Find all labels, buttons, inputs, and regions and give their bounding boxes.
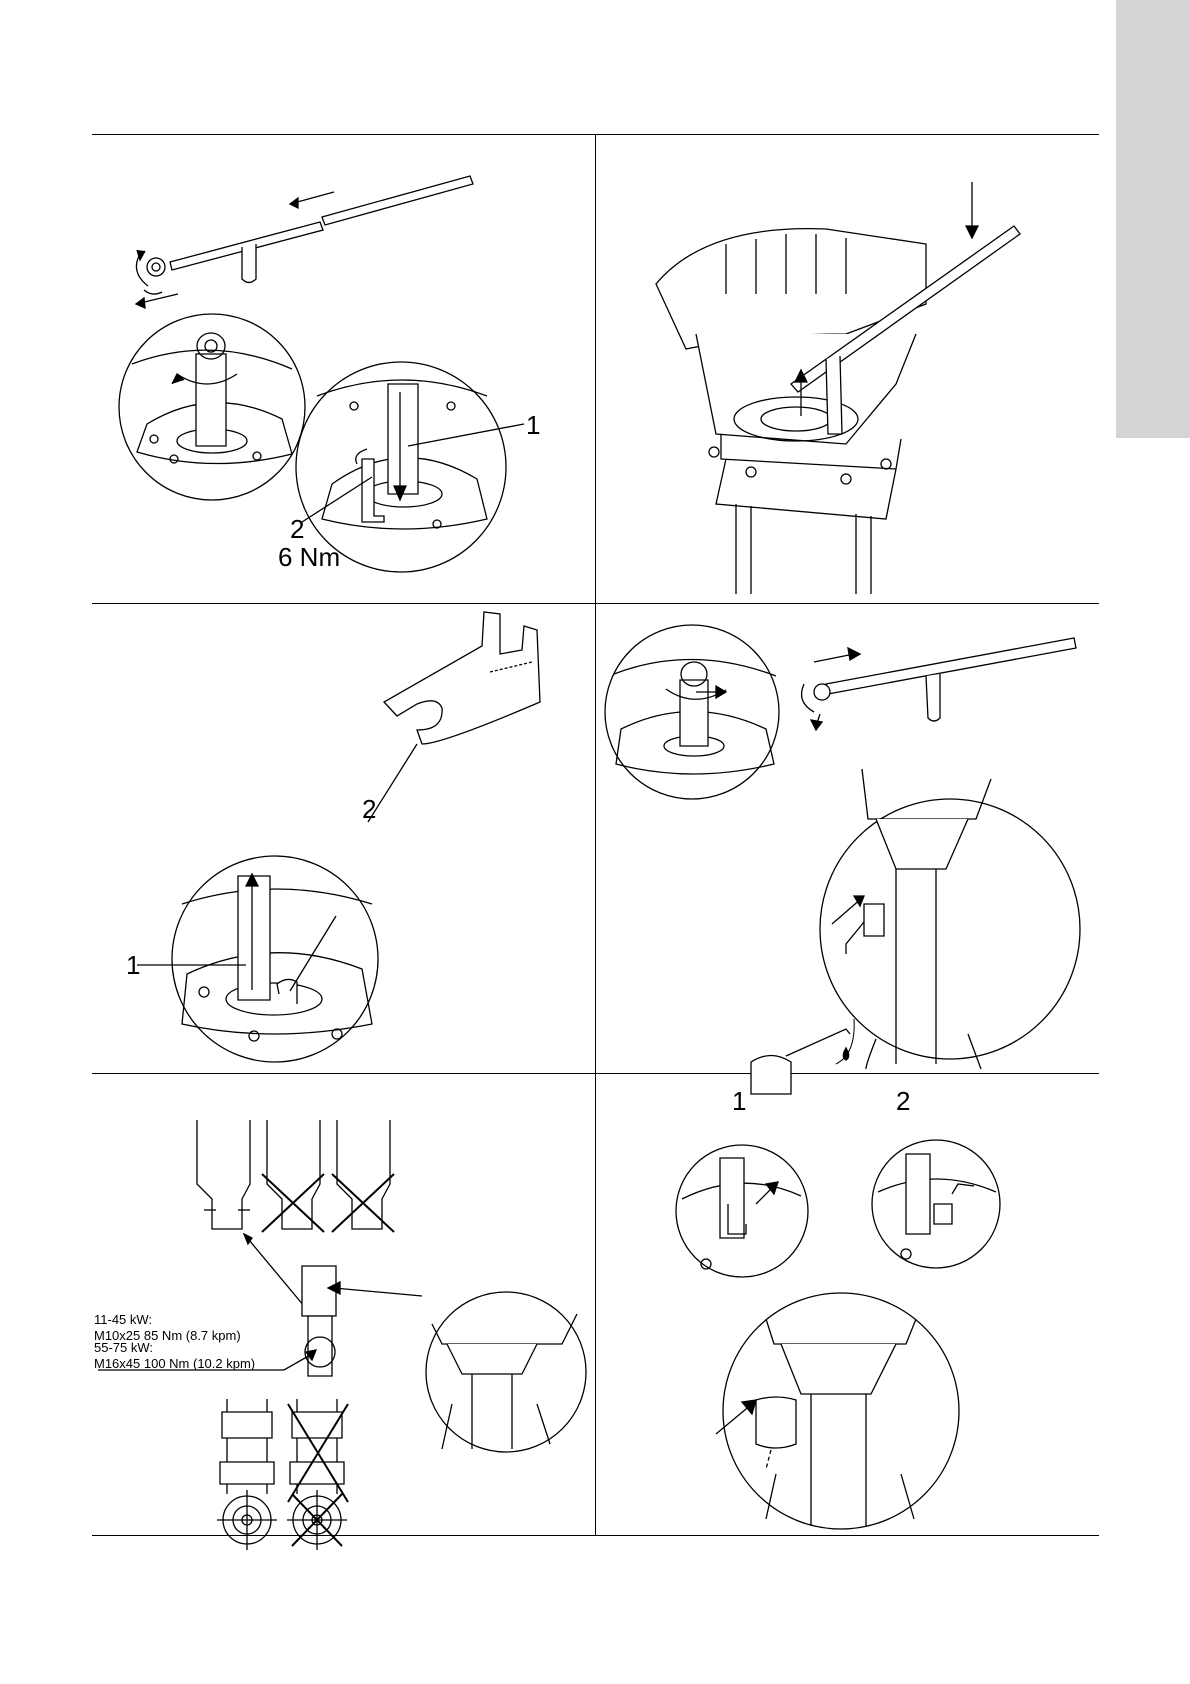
illustration-grid: 1 2 6 Nm xyxy=(92,134,1099,1536)
motor-stool-icon xyxy=(656,229,926,594)
coupling-alignment-row-top xyxy=(197,1120,394,1232)
pump-detail-circle xyxy=(820,769,1080,1069)
panel-3-drawing xyxy=(92,604,595,1073)
callout-2-label: 2 xyxy=(290,514,304,545)
shaft-detail-circle-left xyxy=(119,314,305,500)
panel-5-coupling-tightening: 11-45 kW: M10x25 85 Nm (8.7 kpm) 55-75 k… xyxy=(92,1074,595,1535)
callout-1-label: 1 xyxy=(526,410,540,441)
callout-2-label: 2 xyxy=(896,1086,910,1117)
shaft-detail-circle-right xyxy=(296,362,506,572)
callout-1-label: 1 xyxy=(732,1086,746,1117)
panel-1-shaft-tool-assembly: 1 2 6 Nm xyxy=(92,134,595,603)
panel-1-drawing xyxy=(92,134,595,603)
spec-b-value: M16x45 100 Nm (10.2 kpm) xyxy=(94,1356,255,1372)
panel-3-fork-insertion: 1 2 xyxy=(92,604,595,1073)
pump-detail-circle xyxy=(426,1292,586,1452)
pump-guard-detail-circle xyxy=(716,1293,959,1529)
leader-line-pump xyxy=(334,1288,422,1296)
callout-1-label: 1 xyxy=(126,950,140,981)
panel-4-remove-tool-lubricate xyxy=(596,604,1099,1073)
panel-2-lever-on-motor-stool xyxy=(596,134,1099,603)
lifting-tool-icon xyxy=(802,638,1076,730)
lifting-tool-icon xyxy=(136,176,473,308)
shaft-detail-circle xyxy=(605,625,779,799)
coupling-alignment-row-bottom xyxy=(217,1399,348,1550)
panel-6-drawing xyxy=(596,1074,1099,1535)
spec-a-range: 11-45 kW: xyxy=(94,1312,241,1328)
fork-detail-circle-1 xyxy=(676,1145,808,1277)
torque-label: 6 Nm xyxy=(278,542,340,573)
coupling-half-icon xyxy=(302,1266,336,1376)
spec-b-range: 55-75 kW: xyxy=(94,1340,255,1356)
panel-2-drawing xyxy=(596,134,1099,603)
section-side-tab xyxy=(1116,0,1190,438)
fork-detail-circle xyxy=(172,856,378,1062)
panel-6-remove-fork-fit-guard: 1 2 xyxy=(596,1074,1099,1535)
panel-4-drawing xyxy=(596,604,1099,1073)
panel-5-drawing xyxy=(92,1074,595,1535)
fork-tool-icon xyxy=(384,612,540,744)
callout-2-label: 2 xyxy=(362,794,376,825)
spec-block-large-motors: 55-75 kW: M16x45 100 Nm (10.2 kpm) xyxy=(94,1340,255,1372)
fork-detail-circle-2 xyxy=(872,1140,1000,1268)
